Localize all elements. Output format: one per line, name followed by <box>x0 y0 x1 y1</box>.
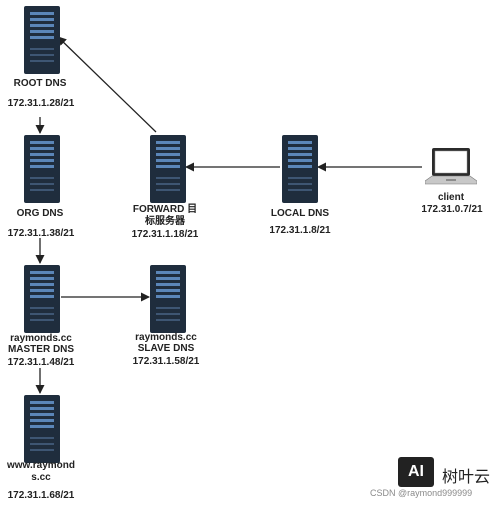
root-dns-ip: 172.31.1.28/21 <box>7 98 75 109</box>
master-dns-role: MASTER DNS <box>7 344 75 355</box>
local-dns-ip: 172.31.1.8/21 <box>269 225 331 236</box>
www-name-cont: s.cc <box>31 472 51 483</box>
client-name: client <box>437 192 465 203</box>
slave-dns-name: raymonds.cc <box>135 332 197 343</box>
org-dns-server <box>24 135 60 208</box>
www-ip: 172.31.1.68/21 <box>7 490 75 501</box>
root-dns-server <box>24 6 60 79</box>
watermark-logo: AI <box>398 457 434 487</box>
www-server <box>24 395 60 468</box>
root-dns-name: ROOT DNS <box>13 78 67 89</box>
server-icon <box>24 6 60 74</box>
local-dns-server <box>282 135 318 208</box>
slave-dns-ip: 172.31.1.58/21 <box>132 356 200 367</box>
org-dns-ip: 172.31.1.38/21 <box>7 228 75 239</box>
org-dns-name: ORG DNS <box>16 208 64 219</box>
www-name: www.raymond <box>7 460 75 471</box>
server-icon <box>24 395 60 463</box>
slave-dns-server <box>150 265 186 338</box>
forward-dns-ip: 172.31.1.18/21 <box>131 229 199 240</box>
server-icon <box>24 265 60 333</box>
local-dns-name: LOCAL DNS <box>270 208 330 219</box>
client-laptop-icon <box>425 148 477 185</box>
server-icon <box>150 135 186 203</box>
server-icon <box>150 265 186 333</box>
arrow-forward-to-root <box>57 36 157 133</box>
server-icon <box>282 135 318 203</box>
forward-dns-server <box>150 135 186 208</box>
master-dns-ip: 172.31.1.48/21 <box>7 357 75 368</box>
slave-dns-role: SLAVE DNS <box>137 343 195 354</box>
forward-dns-name-cont: 标服务器 <box>145 216 185 227</box>
master-dns-name: raymonds.cc <box>10 333 72 344</box>
client-ip: 172.31.0.7/21 <box>421 204 483 215</box>
master-dns-server <box>24 265 60 338</box>
server-icon <box>24 135 60 203</box>
csdn-watermark: CSDN @raymond999999 <box>370 488 473 498</box>
forward-dns-name: FORWARD 目 <box>132 204 198 215</box>
watermark-brand: 树叶云 <box>442 467 491 486</box>
